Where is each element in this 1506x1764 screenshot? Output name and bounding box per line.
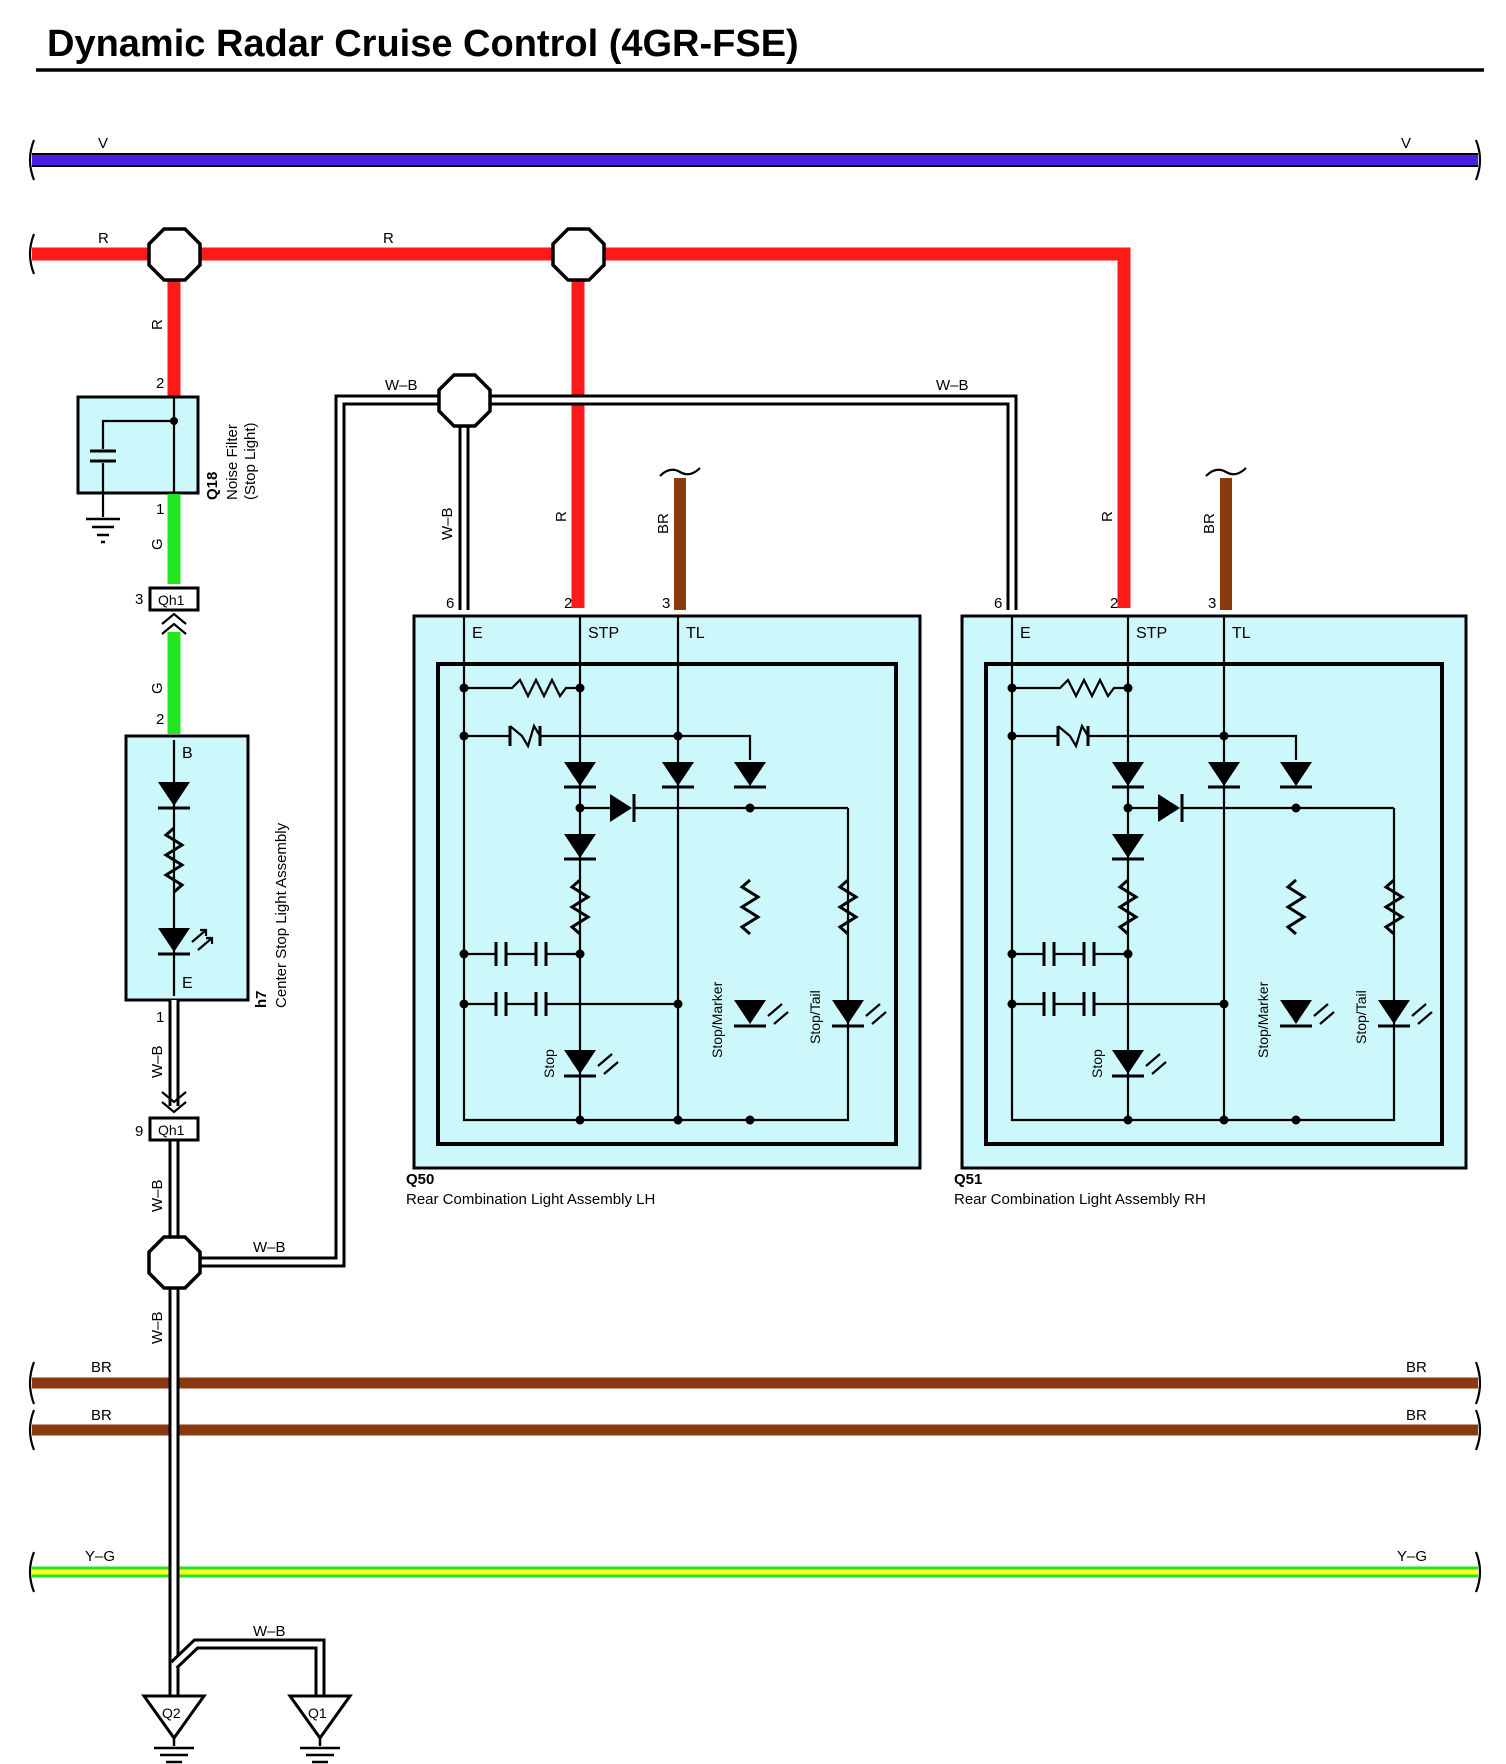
wire-label-yg-right: Y–G [1397, 1548, 1427, 1565]
q18-pin-1: 1 [156, 501, 164, 518]
wire-label-wb-splice: W–B [253, 1239, 286, 1256]
q50-bulb-stop: Stop [541, 1049, 557, 1078]
splice-wb-lower [147, 1235, 202, 1290]
q51-component-id: Q51 [954, 1171, 982, 1188]
splice-r-1 [147, 227, 202, 282]
h7-pin-1: 1 [156, 1009, 164, 1026]
wire-label-wb-q1: W–B [253, 1623, 286, 1640]
wire-label-br-q51: BR [1201, 513, 1218, 534]
wire-label-r-left: R [98, 230, 109, 247]
qh1-label-top: Qh1 [158, 592, 185, 608]
qh1-label-bottom: Qh1 [158, 1122, 185, 1138]
ground-q2-label: Q2 [162, 1705, 181, 1721]
q50-pin-3: 3 [662, 595, 670, 612]
wire-label-wb-top-left: W–B [385, 377, 418, 394]
qh1-chevron-bottom [161, 1091, 187, 1114]
ground-q1-label: Q1 [308, 1705, 327, 1721]
wire-label-wb-qh1: W–B [149, 1179, 166, 1212]
qh1-chevron-top [161, 612, 187, 635]
q51-terminal-stp: STP [1136, 625, 1167, 642]
wire-label-wb-q50: W–B [439, 507, 456, 540]
wire-label-br-1-right: BR [1406, 1359, 1427, 1376]
qh1-pin-9: 9 [135, 1123, 143, 1140]
wire-label-g-bottom: G [149, 682, 166, 694]
q51-terminal-tl: TL [1232, 625, 1251, 642]
q51-terminal-e: E [1020, 625, 1031, 642]
wire-label-r-mid: R [383, 230, 394, 247]
h7-terminal-e: E [182, 975, 193, 992]
yg-bus-wire [28, 1551, 1482, 1593]
q51-bulb-stop-tail: Stop/Tail [1353, 990, 1369, 1044]
wire-label-wb-h7: W–B [149, 1045, 166, 1078]
q50-terminal-tl: TL [686, 625, 705, 642]
q50-bulb-stop-tail: Stop/Tail [807, 990, 823, 1044]
q51-pin-3: 3 [1208, 595, 1216, 612]
q18-component-name: Noise Filter [224, 424, 241, 500]
h7-component-name: Center Stop Light Assembly [273, 822, 290, 1008]
q18-pin-2: 2 [156, 375, 164, 392]
q50-terminal-e: E [472, 625, 483, 642]
q18-component-sub: (Stop Light) [242, 422, 259, 500]
q51-rear-light-rh [960, 467, 1468, 1170]
q18-noise-filter [76, 395, 200, 544]
q18-component-id: Q18 [204, 472, 221, 500]
qh1-connector-top [148, 586, 200, 612]
page-title: Dynamic Radar Cruise Control (4GR-FSE) [47, 23, 799, 65]
wire-label-r-q50: R [553, 511, 570, 522]
wire-label-r-q51: R [1099, 511, 1116, 522]
wire-label-g-top: G [149, 538, 166, 550]
ground-q2 [141, 1694, 207, 1764]
splice-r-2 [551, 227, 606, 282]
h7-center-stop-light [124, 734, 250, 1002]
wire-label-br-1-left: BR [91, 1359, 112, 1376]
h7-pin-2: 2 [156, 711, 164, 728]
ground-q1 [287, 1694, 353, 1764]
q50-rear-light-lh [412, 467, 922, 1170]
q50-terminal-stp: STP [588, 625, 619, 642]
wb-ground-wires [168, 394, 1018, 1696]
q50-pin-6: 6 [446, 595, 454, 612]
wire-label-br-2-right: BR [1406, 1407, 1427, 1424]
h7-component-id: h7 [253, 990, 270, 1008]
q50-bulb-stop-marker: Stop/Marker [709, 981, 725, 1058]
q51-pin-2: 2 [1110, 595, 1118, 612]
q51-pin-6: 6 [994, 595, 1002, 612]
wire-label-r-q18: R [149, 319, 166, 330]
wire-label-br-q50: BR [655, 513, 672, 534]
q51-bulb-stop: Stop [1089, 1049, 1105, 1078]
wire-label-yg-left: Y–G [85, 1548, 115, 1565]
wire-label-br-2-left: BR [91, 1407, 112, 1424]
br-bus-wires [28, 1361, 1482, 1451]
q50-component-name: Rear Combination Light Assembly LH [406, 1191, 655, 1208]
wire-label-v-left: V [98, 135, 108, 152]
q51-bulb-stop-marker: Stop/Marker [1255, 981, 1271, 1058]
wire-label-wb-lower: W–B [149, 1311, 166, 1344]
h7-terminal-b: B [182, 745, 193, 762]
splice-wb-upper [437, 373, 492, 428]
qh1-pin-3: 3 [135, 591, 143, 608]
q51-component-name: Rear Combination Light Assembly RH [954, 1191, 1206, 1208]
wire-label-v-right: V [1401, 135, 1411, 152]
q50-component-id: Q50 [406, 1171, 434, 1188]
wire-label-wb-top-right: W–B [936, 377, 969, 394]
qh1-connector-bottom [148, 1116, 200, 1142]
v-bus-wire [28, 139, 1482, 181]
q50-pin-2: 2 [564, 595, 572, 612]
